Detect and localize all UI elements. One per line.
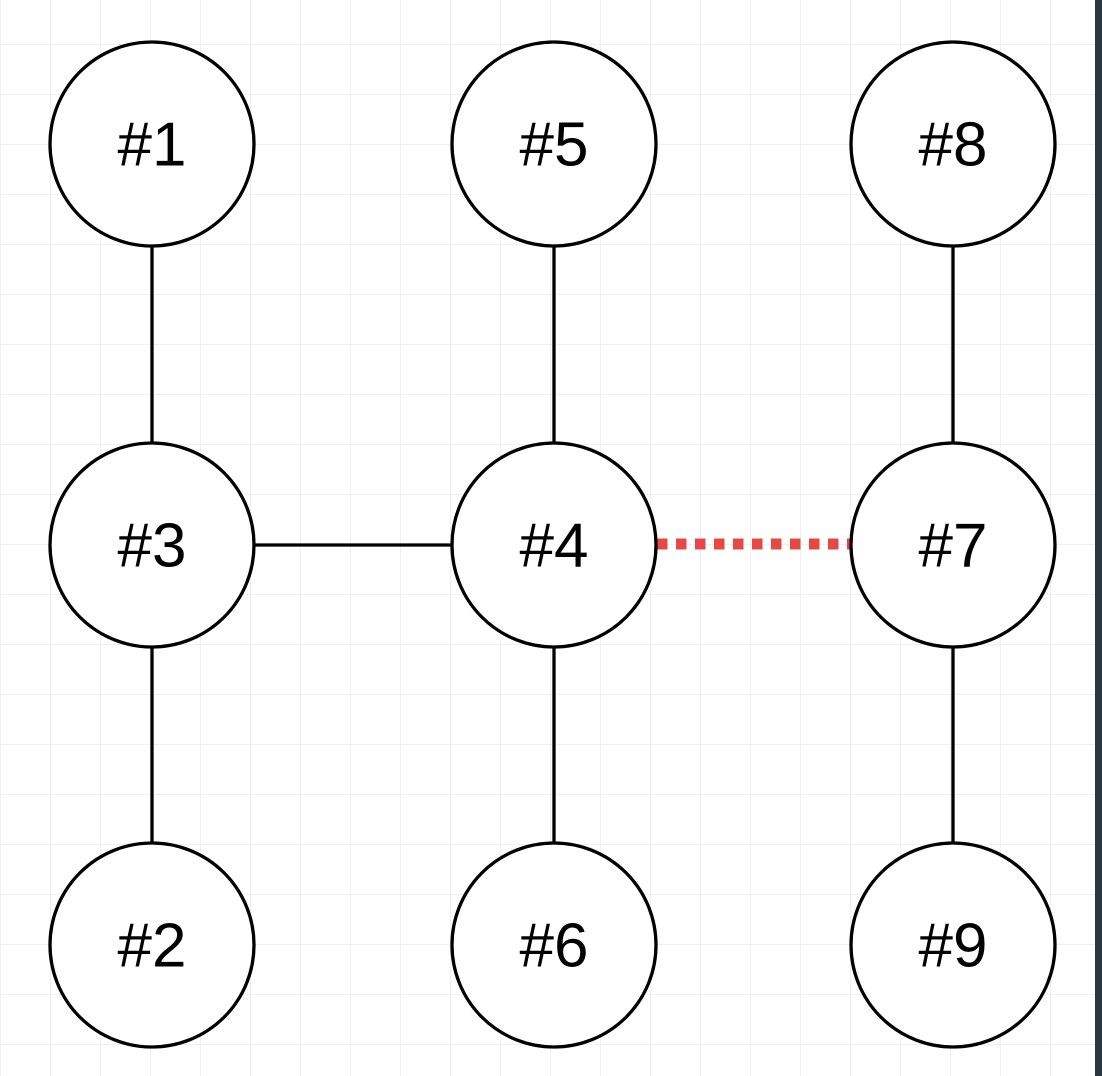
node-9[interactable]: #9 — [849, 841, 1057, 1049]
node-1[interactable]: #1 — [48, 40, 256, 248]
node-2-circle[interactable] — [48, 841, 256, 1049]
node-3-label: #3 — [118, 512, 187, 581]
node-5-label: #5 — [520, 111, 589, 180]
node-7-circle[interactable] — [849, 441, 1057, 649]
node-5[interactable]: #5 — [450, 40, 658, 248]
node-9-circle[interactable] — [849, 841, 1057, 1049]
right-scrollbar-track[interactable] — [1095, 0, 1102, 1076]
node-1-circle[interactable] — [48, 40, 256, 248]
node-6-label: #6 — [520, 912, 589, 981]
node-4[interactable]: #4 — [450, 441, 658, 649]
node-1-label: #1 — [118, 111, 187, 180]
node-8-label: #8 — [919, 111, 988, 180]
node-9-label: #9 — [919, 912, 988, 981]
node-2-label: #2 — [118, 912, 187, 981]
node-8[interactable]: #8 — [849, 40, 1057, 248]
node-5-circle[interactable] — [450, 40, 658, 248]
node-3-circle[interactable] — [48, 441, 256, 649]
node-4-label: #4 — [520, 512, 589, 581]
node-2[interactable]: #2 — [48, 841, 256, 1049]
node-4-circle[interactable] — [450, 441, 658, 649]
node-8-circle[interactable] — [849, 40, 1057, 248]
node-7-label: #7 — [919, 512, 988, 581]
node-3[interactable]: #3 — [48, 441, 256, 649]
node-7[interactable]: #7 — [849, 441, 1057, 649]
node-6-circle[interactable] — [450, 841, 658, 1049]
node-layer: #1 #5 #8 #3 #4 #7 — [48, 40, 1057, 1049]
node-6[interactable]: #6 — [450, 841, 658, 1049]
